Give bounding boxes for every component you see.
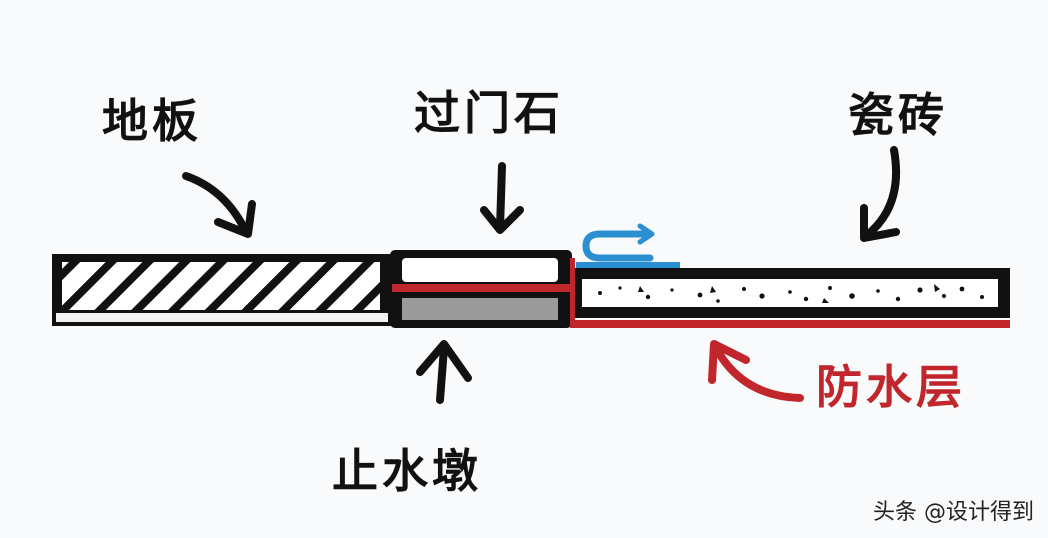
threshold-pointer-arrow-icon — [480, 162, 524, 234]
water-flow-arrow-icon — [576, 223, 680, 269]
tile-speckles — [598, 284, 984, 303]
tile-slab — [572, 268, 1010, 318]
waterproof-pointer-arrow-icon — [708, 340, 804, 402]
floor-pointer-arrow-icon — [182, 172, 256, 238]
tile-pointer-arrow-icon — [860, 146, 901, 242]
water-stop-pointer-arrow-icon — [416, 340, 472, 404]
threshold-stone-block — [390, 250, 572, 328]
floor-board — [52, 254, 392, 326]
threshold-stone-label: 过门石 — [414, 86, 564, 140]
water-stop-base-label: 止水墩 — [332, 444, 482, 498]
floor-label: 地板 — [102, 94, 202, 148]
watermark: 头条 @设计得到 — [873, 500, 1034, 525]
waterproof-layer-label: 防水层 — [816, 360, 966, 414]
tile-label: 瓷砖 — [848, 88, 948, 142]
waterproof-layer-line — [570, 258, 1010, 328]
